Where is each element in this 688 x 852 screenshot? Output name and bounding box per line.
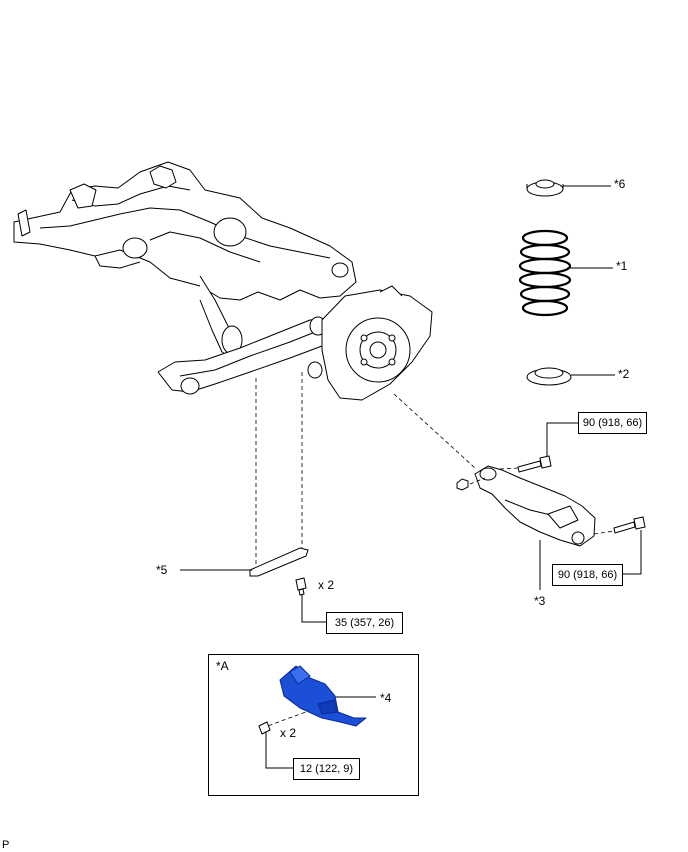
nut [456, 478, 469, 491]
arm-bolt-right [613, 516, 646, 534]
rear-lower-arm [474, 465, 596, 547]
rear-hub-carrier [321, 285, 433, 401]
arm-bolt-top [517, 455, 552, 473]
quantity-bolt-5: x 2 [318, 578, 335, 592]
callout-part6: *6 [614, 177, 626, 191]
torque-arm-bolt-right: 90 (918, 66) [552, 564, 623, 586]
upper-spring-insulator [526, 179, 564, 197]
lower-spring-insulator [526, 367, 572, 386]
inset-label: *A [216, 659, 229, 673]
suspension-member [13, 161, 357, 359]
callout-part2: *2 [618, 367, 630, 381]
footer-mark: P [2, 839, 10, 851]
callout-part3: *3 [534, 594, 546, 608]
callout-part4: *4 [380, 691, 392, 705]
torque-stabilizer-bolt: 35 (357, 26) [326, 612, 403, 634]
torque-cover-bolt: 12 (122, 9) [293, 758, 360, 780]
callout-part1: *1 [616, 259, 628, 273]
bracket-plate [249, 547, 309, 577]
coil-spring [518, 229, 572, 317]
cover-bolt [258, 721, 271, 735]
quantity-bolt-4: x 2 [280, 726, 297, 740]
installation-lines [255, 372, 615, 729]
stabilizer-bolt [295, 577, 307, 596]
callout-part5: *5 [156, 563, 168, 577]
lower-arm-rear [157, 316, 339, 395]
inset-view-a [208, 654, 419, 796]
undercover [279, 665, 367, 727]
leader-lines [180, 185, 642, 769]
torque-arm-bolt-top: 90 (918, 66) [578, 412, 647, 434]
